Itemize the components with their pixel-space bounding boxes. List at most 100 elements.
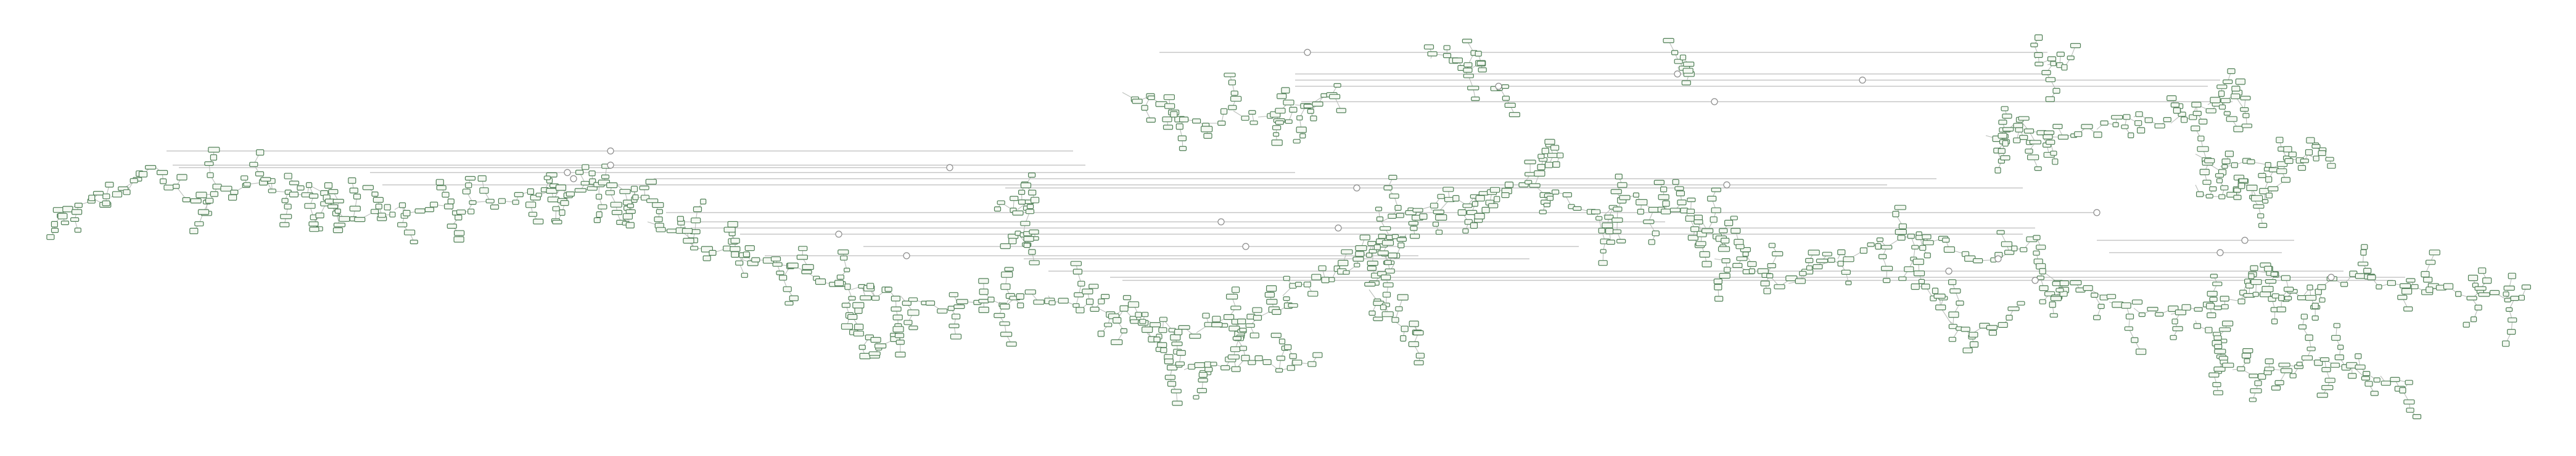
tree-node[interactable]	[2274, 380, 2284, 386]
tree-node[interactable]	[2482, 277, 2492, 284]
tree-node[interactable]	[1845, 280, 1852, 285]
tree-node[interactable]	[2128, 132, 2134, 139]
tree-node[interactable]	[677, 216, 685, 222]
tree-node[interactable]	[2355, 353, 2362, 359]
tree-node[interactable]	[776, 271, 784, 275]
tree-node[interactable]	[1196, 388, 1208, 394]
tree-node[interactable]	[304, 203, 316, 209]
tree-node[interactable]	[1227, 354, 1240, 360]
tree-node[interactable]	[204, 161, 214, 166]
tree-node[interactable]	[1898, 276, 1907, 281]
tree-node[interactable]	[1072, 269, 1083, 275]
tree-node[interactable]	[2518, 295, 2525, 301]
tree-node[interactable]	[1682, 68, 1693, 74]
tree-node[interactable]	[2363, 267, 2372, 274]
tree-node[interactable]	[2361, 376, 2370, 381]
tree-node[interactable]	[1252, 307, 1262, 313]
tree-node[interactable]	[2260, 291, 2271, 298]
tree-node[interactable]	[1494, 196, 1500, 203]
tree-node[interactable]	[479, 187, 489, 194]
tree-node[interactable]	[284, 173, 292, 179]
tree-node[interactable]	[2411, 284, 2419, 290]
tree-node[interactable]	[429, 202, 438, 208]
tree-node[interactable]	[2039, 299, 2046, 304]
tree-node[interactable]	[354, 217, 366, 222]
tree-node[interactable]	[2221, 304, 2229, 309]
tree-node[interactable]	[1918, 279, 1925, 284]
tree-node[interactable]	[1368, 311, 1376, 316]
tree-node[interactable]	[1677, 199, 1687, 206]
tree-node[interactable]	[1239, 327, 1247, 333]
tree-node[interactable]	[1643, 219, 1655, 224]
tree-node[interactable]	[1343, 270, 1350, 275]
tree-node[interactable]	[1504, 181, 1514, 188]
tree-node[interactable]	[2238, 182, 2245, 189]
tree-node[interactable]	[1602, 222, 1613, 229]
tree-node[interactable]	[605, 190, 615, 195]
tree-node[interactable]	[1648, 206, 1660, 213]
tree-node[interactable]	[1312, 101, 1323, 107]
tree-node[interactable]	[490, 204, 500, 210]
tree-node[interactable]	[1619, 195, 1631, 200]
tree-node[interactable]	[2471, 316, 2477, 322]
tree-node[interactable]	[2202, 179, 2212, 185]
connector-node[interactable]	[1859, 76, 1866, 84]
tree-node[interactable]	[1284, 344, 1292, 351]
tree-node[interactable]	[1171, 341, 1183, 346]
tree-node[interactable]	[157, 169, 168, 176]
tree-node[interactable]	[2305, 149, 2313, 156]
tree-node[interactable]	[2033, 235, 2041, 240]
tree-node[interactable]	[1681, 80, 1691, 86]
tree-node[interactable]	[1033, 299, 1045, 305]
tree-node[interactable]	[327, 204, 339, 209]
tree-node[interactable]	[1617, 182, 1627, 188]
tree-node[interactable]	[552, 219, 562, 224]
tree-node[interactable]	[639, 185, 649, 190]
tree-node[interactable]	[1413, 330, 1424, 336]
tree-node[interactable]	[1275, 368, 1283, 373]
tree-node[interactable]	[2270, 271, 2278, 277]
tree-node[interactable]	[2265, 192, 2273, 198]
tree-node[interactable]	[1591, 209, 1601, 214]
tree-node[interactable]	[1545, 161, 1553, 168]
tree-node[interactable]	[1381, 274, 1391, 280]
tree-node[interactable]	[1604, 214, 1614, 220]
tree-node[interactable]	[2397, 295, 2408, 300]
tree-node[interactable]	[2197, 146, 2209, 152]
tree-node[interactable]	[281, 198, 289, 203]
tree-node[interactable]	[1488, 203, 1499, 208]
tree-node[interactable]	[2271, 293, 2279, 299]
tree-node[interactable]	[1220, 365, 1230, 371]
tree-node[interactable]	[1711, 187, 1721, 192]
tree-node[interactable]	[1276, 356, 1285, 361]
tree-node[interactable]	[2330, 362, 2340, 368]
connector-node[interactable]	[564, 169, 571, 176]
tree-node[interactable]	[1913, 271, 1925, 277]
tree-node[interactable]	[2508, 317, 2517, 323]
tree-node[interactable]	[1616, 238, 1626, 243]
tree-node[interactable]	[512, 200, 519, 205]
tree-node[interactable]	[543, 176, 551, 181]
tree-node[interactable]	[1942, 237, 1950, 243]
tree-node[interactable]	[999, 321, 1010, 326]
tree-node[interactable]	[2325, 157, 2334, 161]
tree-node[interactable]	[2405, 380, 2413, 385]
tree-node[interactable]	[1373, 316, 1383, 322]
tree-node[interactable]	[349, 187, 358, 193]
tree-node[interactable]	[1986, 325, 1998, 330]
tree-node[interactable]	[2050, 61, 2057, 67]
tree-node[interactable]	[1475, 51, 1482, 57]
tree-node[interactable]	[1686, 208, 1695, 214]
tree-node[interactable]	[182, 197, 191, 203]
tree-node[interactable]	[309, 227, 319, 232]
tree-node[interactable]	[1537, 153, 1545, 159]
tree-node[interactable]	[2175, 309, 2186, 316]
tree-node[interactable]	[2039, 285, 2049, 291]
tree-node[interactable]	[1266, 299, 1278, 305]
tree-node[interactable]	[2049, 301, 2056, 308]
tree-node[interactable]	[625, 222, 635, 229]
tree-node[interactable]	[2013, 137, 2021, 144]
tree-node[interactable]	[2181, 304, 2191, 311]
tree-node[interactable]	[2233, 126, 2244, 132]
tree-node[interactable]	[2070, 280, 2082, 285]
